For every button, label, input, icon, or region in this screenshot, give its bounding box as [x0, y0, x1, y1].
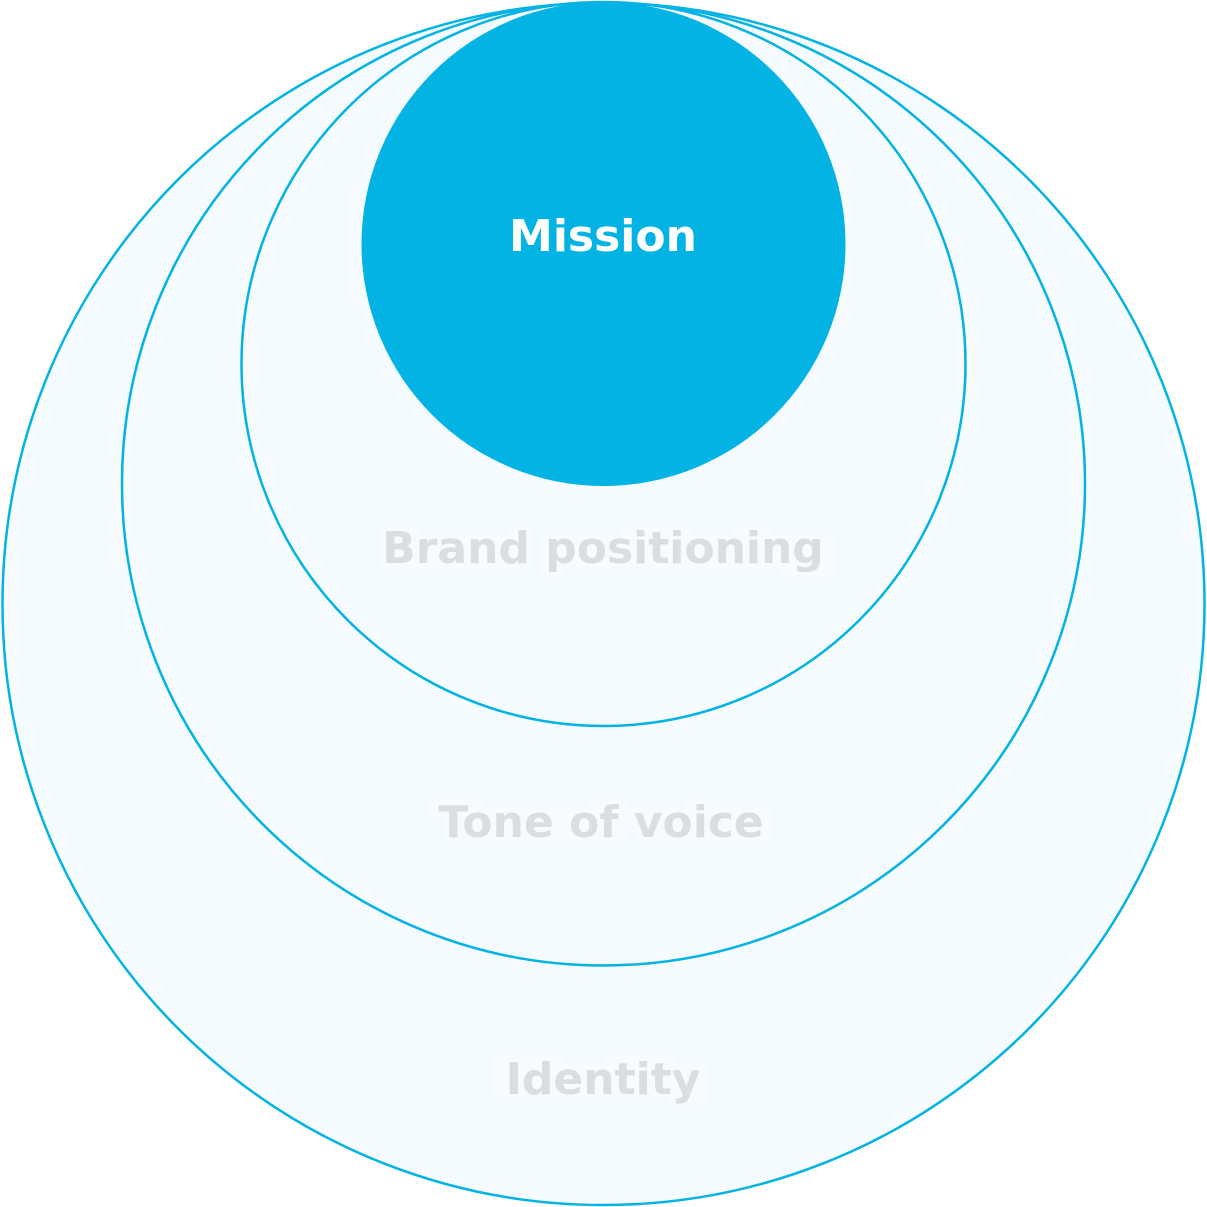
identity-label: Identity	[506, 1054, 701, 1105]
brand-positioning-label: Brand positioning	[382, 523, 824, 574]
mission-core-circle	[361, 2, 846, 486]
tone-of-voice-label: Tone of voice	[438, 797, 764, 848]
mission-label: Mission	[509, 211, 697, 262]
